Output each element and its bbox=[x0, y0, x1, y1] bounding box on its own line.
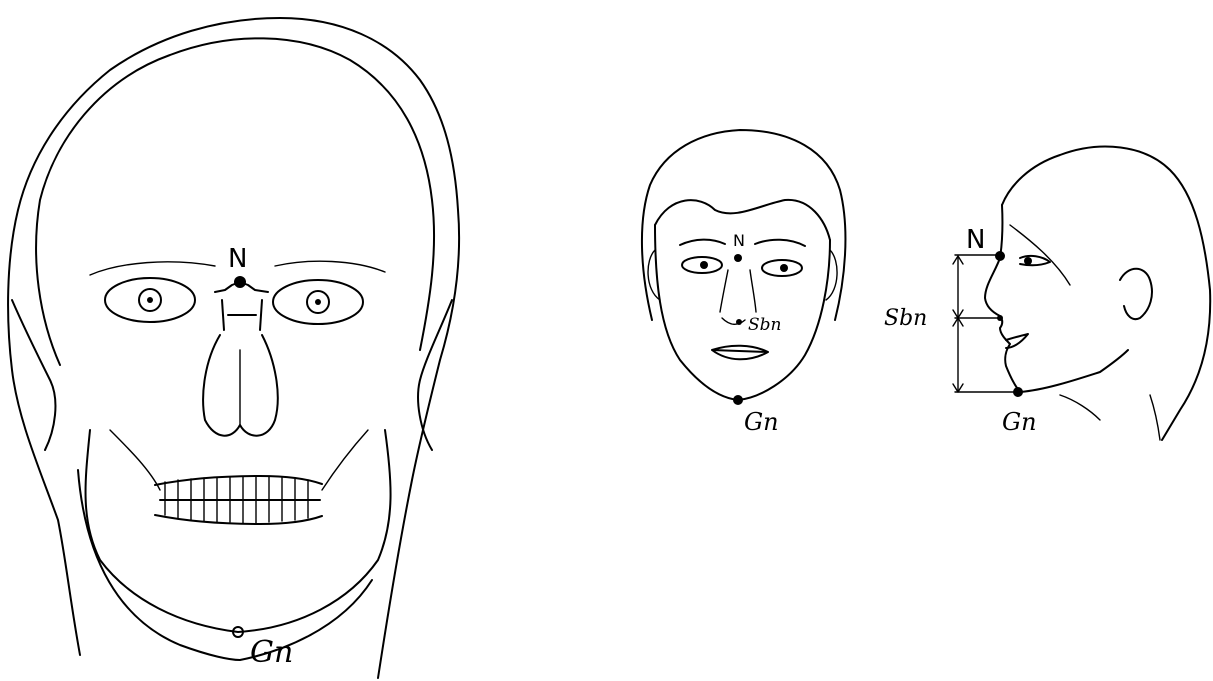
skull-left-maxilla bbox=[110, 430, 160, 490]
skull-teeth bbox=[155, 476, 322, 524]
skull-nasion-label: N bbox=[228, 244, 247, 274]
skull-left-brow bbox=[90, 262, 215, 275]
face-frontal-right-pupil bbox=[780, 264, 788, 272]
skull-right-pupil bbox=[315, 299, 321, 305]
face-frontal-subnasale-label: Sbn bbox=[748, 315, 781, 335]
face-profile-pupil bbox=[1024, 257, 1032, 265]
face-profile-view: N Sbn Gn bbox=[884, 147, 1210, 440]
face-frontal-gnathion-point bbox=[733, 395, 743, 405]
face-frontal-outline bbox=[655, 225, 830, 400]
face-frontal-view: N Sbn Gn bbox=[642, 130, 846, 436]
face-profile-nasion-point bbox=[995, 251, 1005, 261]
skull-right-brow bbox=[275, 261, 385, 272]
face-profile-jaw bbox=[1020, 350, 1128, 392]
face-frontal-nasion-label: N bbox=[733, 231, 745, 250]
skull-right-side bbox=[418, 300, 452, 450]
skull-mandible bbox=[86, 430, 391, 632]
face-profile-subnasale-point bbox=[997, 315, 1003, 321]
skull-left-pupil bbox=[147, 297, 153, 303]
skull-frontal-view: N Gn bbox=[8, 18, 459, 678]
face-profile-subnasale-label: Sbn bbox=[884, 306, 927, 331]
face-frontal-left-pupil bbox=[700, 261, 708, 269]
face-frontal-right-brow bbox=[755, 240, 805, 246]
face-frontal-hair-outline bbox=[642, 130, 846, 320]
face-frontal-mouth bbox=[712, 346, 768, 360]
skull-left-side bbox=[12, 300, 55, 450]
skull-nasion-point bbox=[234, 276, 246, 288]
face-frontal-subnasale-point bbox=[736, 319, 742, 325]
face-profile-gnathion-label: Gn bbox=[1002, 408, 1037, 436]
skull-head-outline bbox=[8, 18, 459, 678]
face-profile-ear bbox=[1120, 269, 1152, 319]
face-profile-neck bbox=[1060, 395, 1160, 440]
face-profile-cheek bbox=[1010, 225, 1070, 285]
skull-gnathion-label: Gn bbox=[250, 635, 293, 670]
face-profile-nasion-label: N bbox=[966, 225, 985, 255]
face-profile-head-outline bbox=[1002, 147, 1210, 440]
skull-nasal-bones bbox=[222, 300, 262, 330]
face-frontal-gnathion-label: Gn bbox=[744, 408, 779, 436]
skull-right-maxilla bbox=[322, 430, 368, 490]
face-profile-gnathion-point bbox=[1013, 387, 1023, 397]
face-frontal-nasion-point bbox=[734, 254, 742, 262]
skull-jaw-lower bbox=[78, 470, 372, 660]
face-frontal-left-brow bbox=[680, 240, 725, 245]
face-profile-front-outline bbox=[985, 205, 1020, 392]
